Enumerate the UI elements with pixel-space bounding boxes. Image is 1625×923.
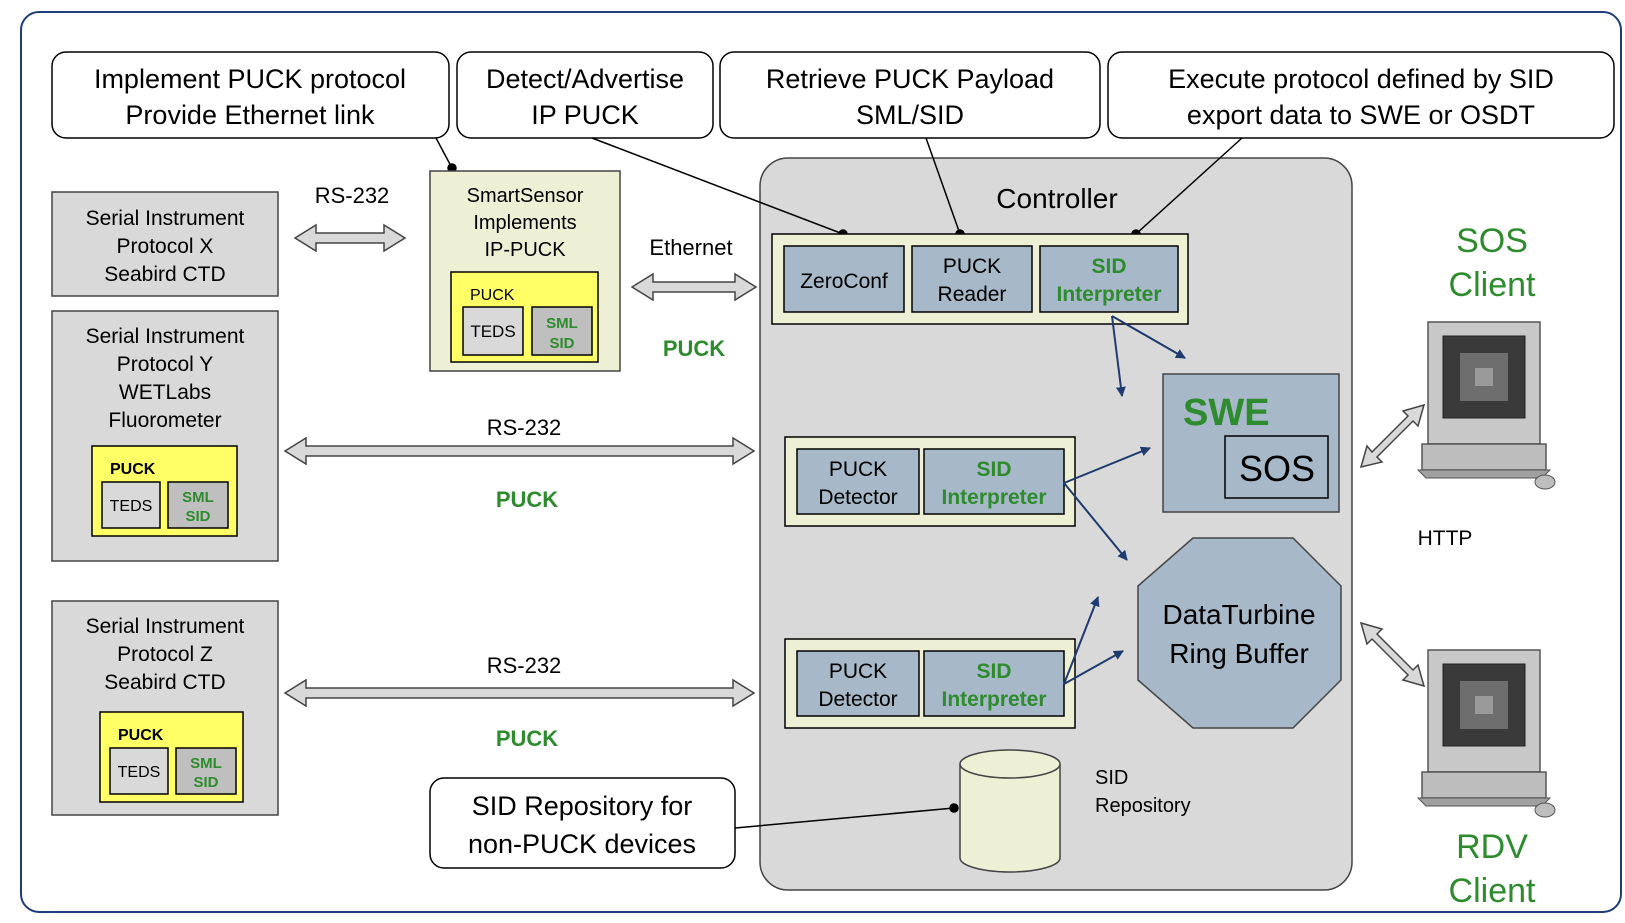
rdv-client-label-line2: Client — [1449, 872, 1536, 910]
svg-text:Seabird CTD: Seabird CTD — [104, 671, 225, 694]
link-sos-client — [1359, 403, 1426, 469]
svg-text:Serial Instrument: Serial Instrument — [86, 207, 245, 230]
svg-text:RS-232: RS-232 — [315, 183, 390, 208]
svg-text:export data to SWE or OSDT: export data to SWE or OSDT — [1187, 100, 1535, 130]
svg-text:PUCK: PUCK — [118, 727, 164, 744]
sos-label: SOS — [1239, 448, 1315, 489]
svg-text:Serial Instrument: Serial Instrument — [86, 325, 245, 348]
puck-block-y: PUCK TEDS SML SID — [91, 445, 238, 537]
svg-text:PUCK: PUCK — [496, 726, 558, 751]
svg-text:Reader: Reader — [938, 283, 1007, 306]
svg-text:WETLabs: WETLabs — [119, 381, 211, 404]
svg-text:SID: SID — [976, 458, 1011, 481]
svg-text:SML: SML — [182, 489, 214, 506]
svg-text:PUCK: PUCK — [829, 458, 887, 481]
svg-text:SID: SID — [1095, 767, 1128, 789]
svg-text:Protocol Z: Protocol Z — [117, 643, 213, 666]
svg-text:SML: SML — [190, 755, 222, 772]
http-label: HTTP — [1418, 527, 1473, 550]
link-rs232-x: RS-232 — [293, 183, 407, 253]
link-ethernet: Ethernet PUCK — [630, 235, 758, 361]
sid-repository-cylinder: SID Repository — [959, 749, 1191, 873]
svg-text:SID: SID — [549, 335, 574, 352]
svg-text:SID: SID — [185, 508, 210, 525]
svg-text:Execute protocol defined by SI: Execute protocol defined by SID — [1168, 64, 1554, 94]
svg-text:DataTurbine: DataTurbine — [1162, 599, 1315, 630]
controller-title: Controller — [996, 183, 1117, 214]
svg-text:Protocol X: Protocol X — [117, 235, 214, 258]
rdv-client-label-line1: RDV — [1456, 828, 1528, 866]
puck-block-smartsensor: PUCK TEDS SML SID — [450, 271, 599, 363]
svg-text:Detector: Detector — [818, 688, 897, 711]
svg-text:Fluorometer: Fluorometer — [108, 409, 221, 432]
rdv-client-computer-icon — [1416, 649, 1556, 818]
dataturbine-ring-buffer: DataTurbine Ring Buffer — [1137, 537, 1342, 729]
svg-text:RS-232: RS-232 — [487, 415, 562, 440]
svg-text:Interpreter: Interpreter — [941, 688, 1046, 711]
callout-sid-repository: SID Repository for non-PUCK devices — [429, 777, 736, 869]
svg-text:Implement PUCK protocol: Implement PUCK protocol — [94, 64, 406, 94]
svg-text:Interpreter: Interpreter — [1056, 283, 1161, 306]
svg-text:Seabird CTD: Seabird CTD — [104, 263, 225, 286]
sos-client-label-line2: Client — [1449, 266, 1536, 304]
svg-text:SML/SID: SML/SID — [856, 100, 964, 130]
instrument-y: Serial Instrument Protocol Y WETLabs Flu… — [51, 310, 279, 562]
link-rs232-y: RS-232 PUCK — [283, 415, 756, 512]
svg-text:Ring Buffer: Ring Buffer — [1169, 638, 1309, 669]
module-row-top: ZeroConf PUCK Reader SID Interpreter — [771, 233, 1189, 325]
sos-client-computer-icon — [1416, 321, 1556, 490]
instrument-x: Serial Instrument Protocol X Seabird CTD — [51, 191, 279, 297]
zeroconf-label: ZeroConf — [800, 270, 888, 293]
svg-text:PUCK: PUCK — [110, 461, 156, 478]
svg-text:PUCK: PUCK — [663, 336, 725, 361]
callout-retrieve-payload: Retrieve PUCK Payload SML/SID — [719, 51, 1101, 139]
flow-arrows — [1063, 315, 1186, 685]
svg-text:Repository: Repository — [1095, 795, 1191, 817]
svg-text:SID: SID — [193, 774, 218, 791]
svg-text:TEDS: TEDS — [118, 764, 161, 781]
svg-text:non-PUCK devices: non-PUCK devices — [468, 829, 696, 859]
svg-text:Serial Instrument: Serial Instrument — [86, 615, 245, 638]
svg-text:IP-PUCK: IP-PUCK — [484, 239, 566, 261]
module-row-middle: PUCK Detector SID Interpreter — [784, 436, 1076, 527]
svg-text:Retrieve PUCK Payload: Retrieve PUCK Payload — [766, 64, 1054, 94]
svg-text:Ethernet: Ethernet — [649, 235, 732, 260]
svg-text:Protocol Y: Protocol Y — [117, 353, 214, 376]
svg-text:TEDS: TEDS — [110, 498, 153, 515]
puck-block-z: PUCK TEDS SML SID — [99, 711, 244, 803]
callout-execute-protocol: Execute protocol defined by SID export d… — [1107, 51, 1615, 139]
svg-text:PUCK: PUCK — [496, 487, 558, 512]
svg-text:SML: SML — [546, 315, 578, 332]
svg-text:RS-232: RS-232 — [487, 653, 562, 678]
svg-text:TEDS: TEDS — [470, 322, 515, 341]
callout-detect-advertise: Detect/Advertise IP PUCK — [456, 51, 714, 139]
svg-text:SID Repository for: SID Repository for — [472, 791, 693, 821]
svg-text:IP PUCK: IP PUCK — [531, 100, 639, 130]
svg-text:SID: SID — [976, 660, 1011, 683]
svg-text:Detector: Detector — [818, 486, 897, 509]
svg-text:Interpreter: Interpreter — [941, 486, 1046, 509]
callout-puck-protocol: Implement PUCK protocol Provide Ethernet… — [51, 51, 450, 139]
sos-client-label-line1: SOS — [1456, 222, 1528, 260]
svg-text:SID: SID — [1091, 255, 1126, 278]
svg-text:Provide Ethernet link: Provide Ethernet link — [125, 100, 375, 130]
link-rs232-z: RS-232 PUCK — [283, 653, 756, 751]
module-row-lower: PUCK Detector SID Interpreter — [784, 638, 1076, 729]
swe-box: SWE SOS — [1162, 373, 1340, 513]
svg-text:SWE: SWE — [1183, 392, 1270, 434]
link-rdv-client — [1359, 621, 1426, 688]
svg-text:Implements: Implements — [473, 212, 576, 234]
svg-text:Detect/Advertise: Detect/Advertise — [486, 64, 684, 94]
svg-text:PUCK: PUCK — [470, 287, 515, 304]
svg-text:SmartSensor: SmartSensor — [467, 185, 584, 207]
svg-text:PUCK: PUCK — [943, 255, 1001, 278]
svg-text:PUCK: PUCK — [829, 660, 887, 683]
